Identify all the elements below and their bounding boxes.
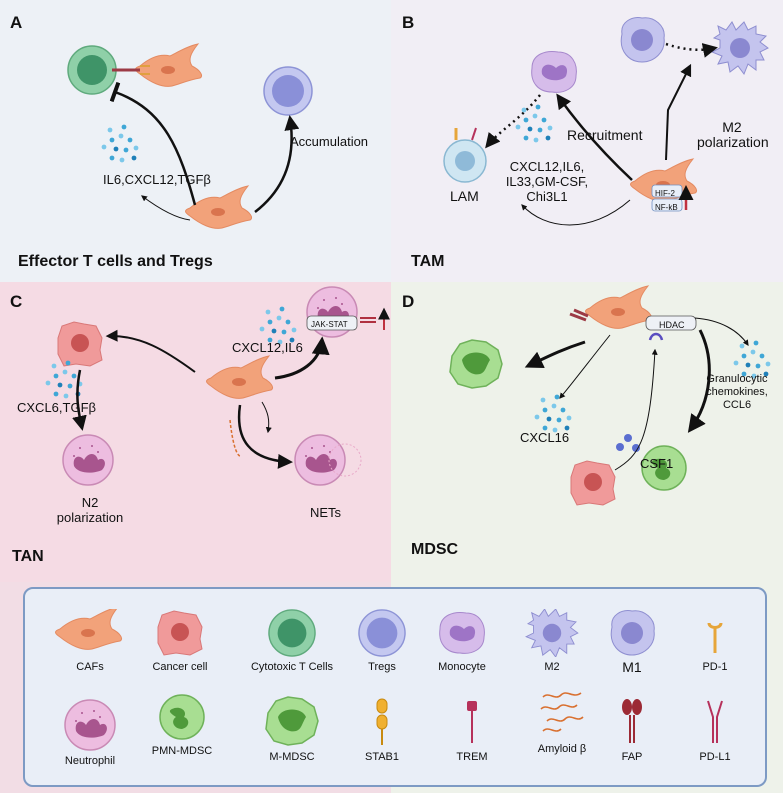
- hdac-label: HDAC: [659, 320, 685, 330]
- panel-d-mdsc: [391, 282, 783, 582]
- panel-c-letter: C: [10, 292, 23, 311]
- m-mdsc-cell: [449, 339, 503, 389]
- pdl1-receptor-icon: [707, 700, 723, 743]
- legend-item-m1: M1: [587, 609, 677, 674]
- m1-macrophage: [620, 17, 665, 63]
- panel-a-letter: A: [10, 13, 23, 32]
- cancer-cell-c: [57, 321, 103, 367]
- m2-macrophage: [711, 21, 769, 75]
- pmn-mdsc-icon: [159, 694, 205, 740]
- jak-stat-label: JAK-STAT: [311, 320, 348, 329]
- m1-macrophage-icon: [610, 610, 655, 656]
- cytotoxic-t-cell: [67, 45, 117, 95]
- legend-item-monocyte: Monocyte: [417, 609, 507, 674]
- monocyte-cell: [531, 51, 577, 93]
- panel-c-title: TAN: [12, 548, 44, 565]
- panel-d-title: MDSC: [411, 541, 459, 558]
- cytotoxic-t-cell-icon: [268, 609, 316, 657]
- diagram-illustration: [45, 17, 771, 506]
- panel-b-title: TAM: [411, 253, 445, 270]
- pd1-receptor-icon: [707, 622, 723, 653]
- accumulation-label: Accumulation: [290, 134, 369, 149]
- cytokines-c-right-label: CXCL12,IL6: [232, 340, 303, 355]
- stab1-receptor-icon: [376, 698, 388, 745]
- legend-item-cafs: CAFs: [45, 609, 135, 674]
- inhibition-arrow: [109, 81, 197, 206]
- fap-receptor-icon: [622, 699, 642, 743]
- chemokines-d-label: Granulocytic chemokines, CCL6: [706, 373, 768, 411]
- cancer-cell-icon: [157, 610, 203, 656]
- hif2-label: HIF-2: [655, 189, 675, 198]
- legend-item-pdl1: PD-L1: [670, 695, 760, 764]
- cxcl16-label: CXCL16: [520, 430, 570, 445]
- legend-item-cytotoxic-t-cells: Cytotoxic T Cells: [247, 609, 337, 674]
- nets-label: NETs: [310, 505, 342, 520]
- legend-item-pmn-mdsc: PMN-MDSC: [137, 693, 227, 758]
- cytokine-dots-c-right: [259, 306, 297, 345]
- cytokine-dots-b: [515, 104, 553, 143]
- legend-item-amyloid-beta: Amyloid β: [517, 687, 607, 756]
- nets-neutrophil: [294, 434, 346, 486]
- lam-label: LAM: [450, 188, 479, 204]
- legend-item-cancer-cell: Cancer cell: [135, 609, 225, 674]
- monocyte-icon: [439, 612, 485, 654]
- caf-cell-source-c: [206, 355, 274, 399]
- caf-cell-source-d: [585, 285, 653, 329]
- csf1-label: CSF1: [640, 456, 674, 471]
- accumulation-arrow: [254, 115, 300, 213]
- panel-d-letter: D: [402, 292, 415, 311]
- neutrophil-icon: [64, 699, 116, 751]
- legend-box: CAFs Cancer cell Cytotoxic T Cells Tregs…: [23, 587, 767, 787]
- legend-item-m2: M2: [507, 609, 597, 674]
- panel-b-letter: B: [402, 13, 415, 32]
- n2-neutrophil: [62, 434, 114, 486]
- legend-item-pd1: PD-1: [670, 609, 760, 674]
- cytokine-dots-d-left: [534, 394, 572, 433]
- amyloid-beta-icon: [540, 692, 584, 732]
- legend-item-trem: TREM: [427, 695, 517, 764]
- caf-cell-source-a: [185, 185, 253, 229]
- legend-item-fap: FAP: [587, 695, 677, 764]
- m-mdsc-icon: [265, 696, 319, 746]
- treg-cell: [263, 66, 313, 116]
- treg-cell-icon: [358, 609, 406, 657]
- cytokines-c-left-label: CXCL6,TGFβ: [17, 400, 96, 415]
- recruitment-label: Recruitment: [567, 127, 643, 143]
- caf-cell-icon: [55, 609, 123, 650]
- m2-macrophage-icon: [525, 609, 579, 657]
- n2-polarization-label: N2 polarization: [56, 495, 124, 525]
- cytokines-a-label: IL6,CXCL12,TGFβ: [103, 172, 211, 187]
- cytokines-b-label: CXCL12,IL6, IL33,GM-CSF, Chi3L1: [505, 159, 589, 204]
- m2-polarization-label: M2 polarization: [697, 119, 769, 150]
- panel-a-title: Effector T cells and Tregs: [18, 253, 213, 270]
- legend-item-tregs: Tregs: [337, 609, 427, 674]
- legend-item-stab1: STAB1: [337, 695, 427, 764]
- cancer-cell-d: [570, 460, 616, 506]
- trem-receptor-icon: [467, 701, 477, 743]
- legend-item-neutrophil: Neutrophil: [45, 699, 135, 768]
- nfkb-label: NF-kB: [655, 203, 678, 212]
- legend-item-m-mdsc: M-MDSC: [247, 695, 337, 764]
- cytokine-dots-a: [101, 124, 139, 163]
